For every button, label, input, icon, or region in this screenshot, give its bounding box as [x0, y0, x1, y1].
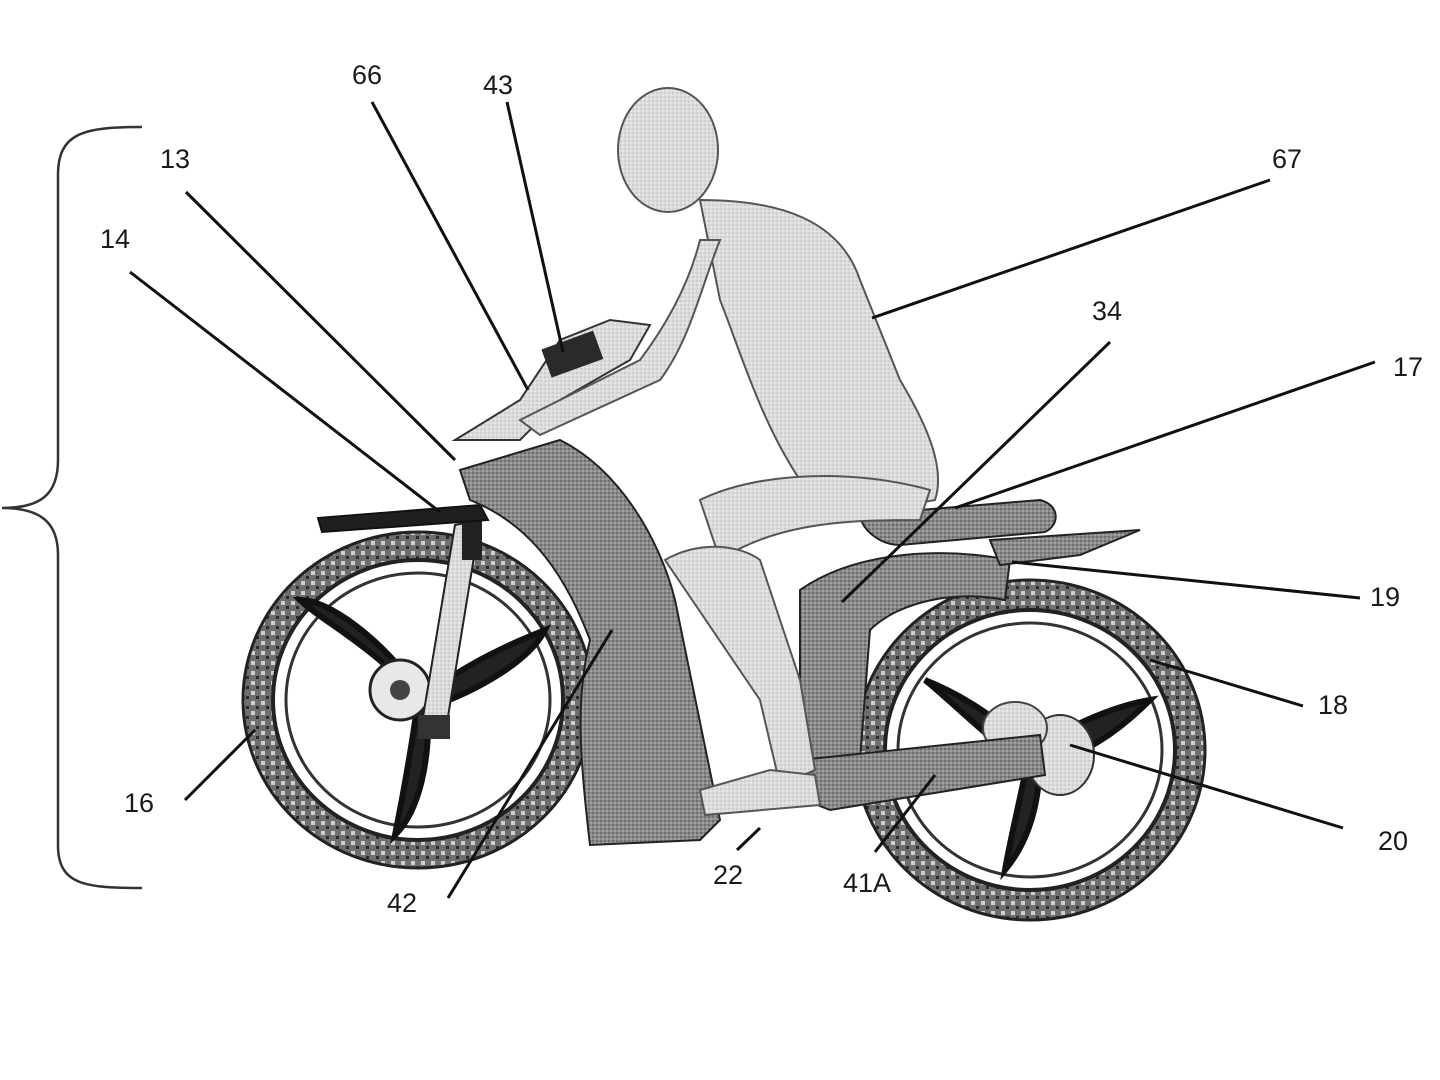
label-18: 18 [1318, 690, 1348, 720]
leader-13 [184, 190, 457, 462]
label-13: 13 [160, 144, 190, 174]
rider-torso [698, 198, 939, 512]
label-16: 16 [124, 788, 154, 818]
leader-lines [129, 101, 1376, 899]
reference-labels: 66 43 13 14 67 34 17 19 18 20 16 42 22 4… [100, 60, 1423, 918]
label-41A: 41A [843, 868, 891, 898]
front-body-panel [458, 438, 722, 847]
leader-43 [505, 101, 565, 353]
leader-66 [370, 101, 530, 391]
leader-41A [873, 774, 937, 853]
leader-42 [446, 629, 614, 899]
label-20: 20 [1378, 826, 1408, 856]
leader-18 [1149, 658, 1304, 708]
label-14: 14 [100, 224, 130, 254]
rider-leg [663, 545, 817, 787]
label-43: 43 [483, 70, 513, 100]
leader-34 [840, 340, 1112, 604]
rider-arm [518, 239, 722, 437]
tail-section [988, 529, 1141, 567]
leader-14 [129, 270, 441, 514]
leader-17 [954, 360, 1376, 510]
rider-figure [518, 87, 939, 817]
label-17: 17 [1393, 352, 1423, 382]
rear-body-panel [799, 552, 1012, 772]
leader-16 [183, 728, 257, 802]
display-unit [541, 330, 604, 378]
leader-20 [1069, 743, 1344, 830]
label-66: 66 [352, 60, 382, 90]
rider-foot [698, 768, 822, 817]
front-fender [316, 503, 490, 534]
front-wheel [241, 530, 595, 870]
label-22: 22 [713, 860, 743, 890]
leader-19 [1011, 560, 1361, 600]
overall-bracket [1, 125, 143, 890]
label-42: 42 [387, 888, 417, 918]
rider-thigh [698, 475, 932, 562]
leader-67 [871, 178, 1271, 320]
rider-head [617, 87, 719, 213]
label-34: 34 [1092, 296, 1122, 326]
leader-22 [735, 826, 762, 852]
label-67: 67 [1272, 144, 1302, 174]
label-19: 19 [1370, 582, 1400, 612]
